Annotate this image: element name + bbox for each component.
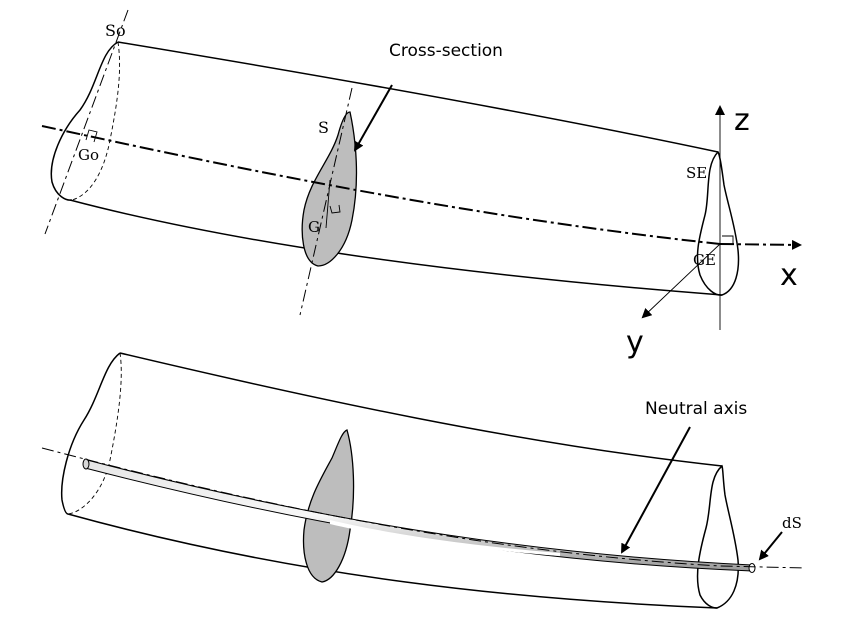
label-ge: GE [693,251,716,269]
bottom-beam-lower-edge [67,513,718,609]
right-angle-ge [722,235,734,244]
centroid-axis-line [41,125,721,245]
s-cross-line [325,179,331,229]
axis-label-z: z [734,103,750,138]
label-ds: dS [782,514,802,532]
top-beam-lower-edge [69,199,723,296]
top-beam-figure: So Go S G SE GE Cross-section z x y [41,9,802,360]
rod-end-cap [748,563,756,573]
label-g: G [308,218,320,236]
bottom-right-section [696,464,740,609]
cross-section-leader [354,84,393,152]
label-g0: Go [78,146,99,164]
section-se [696,150,740,296]
label-s0: So [105,21,126,40]
neutral-axis-leader [621,426,691,554]
label-cross-section: Cross-section [389,41,503,61]
bottom-beam-figure: Neutral axis dS [41,352,806,609]
right-angle-g [329,204,341,214]
section-s0-hidden [71,41,120,201]
ds-leader [758,531,783,561]
bottom-center-section [302,429,355,583]
s0-plane-line [44,9,129,235]
bottom-left-section-hidden [67,352,122,515]
bottom-beam-upper-edge [119,352,723,467]
rod-start-cap [82,458,90,470]
rod-highlight-center [330,520,560,556]
label-s: S [318,118,329,137]
x-axis-line [719,239,802,250]
s-plane-line [299,87,353,316]
bottom-centerline [41,447,806,569]
label-neutral-axis: Neutral axis [645,399,747,419]
right-angle-g0 [85,129,98,143]
axis-label-y: y [626,325,644,360]
label-se: SE [686,164,707,182]
axis-label-x: x [780,258,798,293]
top-beam-upper-edge [117,41,719,153]
section-s0 [50,41,119,201]
y-axis-line [641,243,721,319]
bottom-left-section [60,352,121,515]
neutral-axis-rod [84,459,753,572]
